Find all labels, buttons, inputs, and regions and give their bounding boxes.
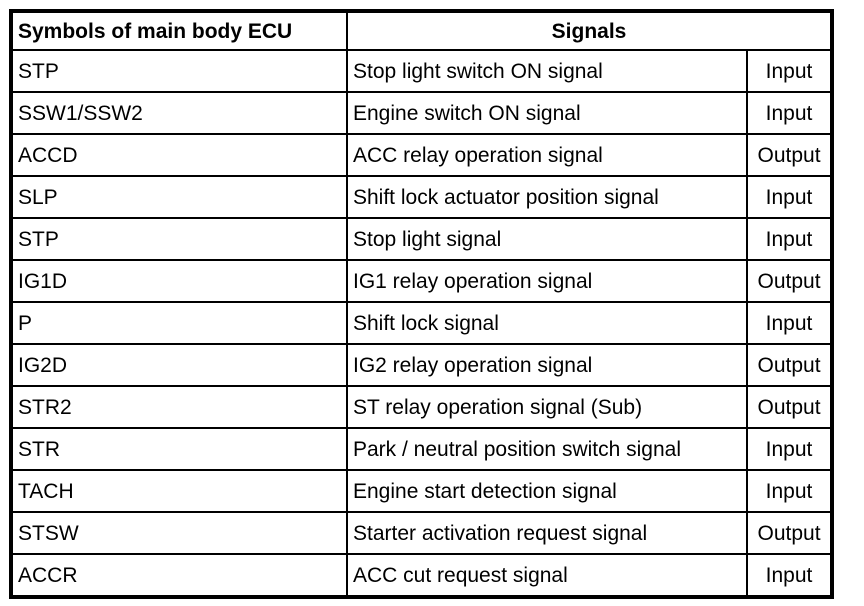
table-header: Symbols of main body ECU Signals [10, 10, 834, 51]
direction-cell: Input [745, 49, 834, 93]
signal-cell: ST relay operation signal (Sub) [346, 385, 748, 429]
signal-cell: IG2 relay operation signal [346, 343, 748, 387]
direction-cell: Output [745, 511, 834, 555]
signal-cell: Starter activation request signal [346, 511, 748, 555]
symbol-cell: SLP [10, 175, 348, 219]
symbol-cell: IG2D [10, 343, 348, 387]
direction-cell: Input [745, 217, 834, 261]
direction-cell: Output [745, 133, 834, 177]
direction-cell: Input [745, 427, 834, 471]
signal-cell: ACC relay operation signal [346, 133, 748, 177]
signal-cell: Stop light signal [346, 217, 748, 261]
header-symbols-of-main-body-ecu: Symbols of main body ECU [10, 10, 348, 51]
header-row: Symbols of main body ECU Signals [10, 10, 834, 51]
signal-cell: Stop light switch ON signal [346, 49, 748, 93]
direction-cell: Output [745, 343, 834, 387]
direction-cell: Input [745, 91, 834, 135]
symbol-cell: SSW1/SSW2 [10, 91, 348, 135]
direction-cell: Input [745, 469, 834, 513]
symbol-cell: STP [10, 217, 348, 261]
signal-cell: Engine switch ON signal [346, 91, 748, 135]
header-signals: Signals [345, 10, 834, 51]
signal-cell: ACC cut request signal [346, 553, 748, 598]
symbol-cell: ACCR [10, 553, 348, 598]
symbol-cell: TACH [10, 469, 348, 513]
signal-cell: Engine start detection signal [346, 469, 748, 513]
symbol-cell: STR [10, 427, 348, 471]
symbol-cell: ACCD [10, 133, 348, 177]
direction-cell: Output [745, 385, 834, 429]
signal-cell: Park / neutral position switch signal [346, 427, 748, 471]
symbol-cell: STSW [10, 511, 348, 555]
direction-cell: Input [745, 175, 834, 219]
symbol-cell: STR2 [10, 385, 348, 429]
symbol-cell: P [10, 301, 348, 345]
signal-cell: Shift lock actuator position signal [346, 175, 748, 219]
symbol-cell: STP [10, 49, 348, 93]
direction-cell: Input [745, 301, 834, 345]
direction-cell: Output [745, 259, 834, 303]
symbol-cell: IG1D [10, 259, 348, 303]
direction-cell: Input [745, 553, 834, 598]
signal-cell: IG1 relay operation signal [346, 259, 748, 303]
signal-cell: Shift lock signal [346, 301, 748, 345]
